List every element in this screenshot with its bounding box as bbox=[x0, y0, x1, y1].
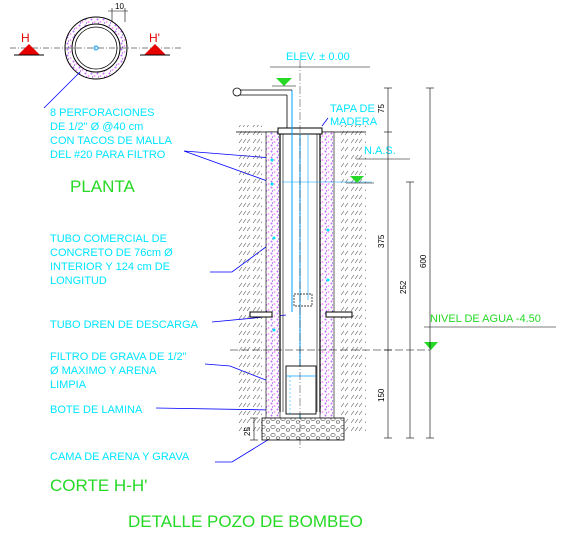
section-marker-left-label: H bbox=[21, 31, 30, 45]
drawing-title: DETALLE POZO DE BOMBEO bbox=[128, 512, 363, 531]
svg-text:NIVEL DE AGUA -4.50: NIVEL DE AGUA -4.50 bbox=[430, 313, 541, 325]
section-view bbox=[230, 60, 430, 448]
svg-text:CON TACOS DE MALLA: CON TACOS DE MALLA bbox=[50, 135, 173, 147]
section-marker-left-icon bbox=[18, 44, 40, 55]
svg-text:LONGITUD: LONGITUD bbox=[50, 275, 107, 287]
elevation-marker: ELEV. ± 0.00 bbox=[270, 51, 370, 87]
perforations-note: 8 PERFORACIONES DE 1/2" Ø @40 cm CON TAC… bbox=[50, 107, 173, 161]
dimension-75: 75 bbox=[377, 104, 386, 113]
svg-text:Ø MAXIMO Y ARENA: Ø MAXIMO Y ARENA bbox=[50, 365, 157, 377]
drain-tube-note: TUBO DREN DE DESCARGA bbox=[50, 319, 199, 331]
svg-text:DEL #20 PARA FILTRO: DEL #20 PARA FILTRO bbox=[50, 149, 166, 161]
gravel-filter-note: FILTRO DE GRAVA DE 1/2" Ø MAXIMO Y ARENA… bbox=[50, 351, 187, 391]
svg-text:TUBO COMERCIAL DE: TUBO COMERCIAL DE bbox=[50, 233, 167, 245]
svg-text:INTERIOR Y 124 cm DE: INTERIOR Y 124 cm DE bbox=[50, 261, 170, 273]
dimension-600: 600 bbox=[419, 254, 428, 268]
svg-text:N.A.S.: N.A.S. bbox=[364, 145, 396, 157]
sheet-bucket-note: BOTE DE LAMINA bbox=[50, 404, 143, 416]
plan-title: PLANTA bbox=[70, 177, 136, 196]
plan-wall-dimension: 10 bbox=[115, 2, 124, 11]
lid-note: TAPA DE MADERA bbox=[321, 103, 378, 128]
svg-text:CONCRETO DE 76cm Ø: CONCRETO DE 76cm Ø bbox=[50, 247, 173, 259]
dimension-375: 375 bbox=[377, 234, 386, 248]
section-title: CORTE H-H' bbox=[50, 476, 147, 495]
concrete-tube-note: TUBO COMERCIAL DE CONCRETO DE 76cm Ø INT… bbox=[50, 233, 173, 287]
svg-text:FILTRO DE GRAVA DE 1/2": FILTRO DE GRAVA DE 1/2" bbox=[50, 351, 187, 363]
dimension-25: 25 bbox=[243, 427, 252, 436]
section-marker-right-label: H' bbox=[149, 31, 160, 45]
level-triangle-icon bbox=[276, 78, 292, 86]
section-marker-right-icon bbox=[144, 44, 166, 55]
dimension-150: 150 bbox=[377, 388, 386, 402]
svg-text:ELEV. ± 0.00: ELEV. ± 0.00 bbox=[286, 51, 350, 63]
svg-text:TAPA DE: TAPA DE bbox=[330, 103, 375, 115]
dimension-lines bbox=[250, 87, 434, 441]
nas-triangle-icon bbox=[350, 176, 364, 183]
svg-text:LIMPIA: LIMPIA bbox=[50, 379, 87, 391]
water-level-marker: NIVEL DE AGUA -4.50 bbox=[424, 313, 556, 350]
dimension-252: 252 bbox=[399, 280, 408, 294]
svg-text:DE 1/2" Ø @40 cm: DE 1/2" Ø @40 cm bbox=[50, 121, 143, 133]
svg-text:8 PERFORACIONES: 8 PERFORACIONES bbox=[50, 107, 155, 119]
water-level-triangle-icon bbox=[424, 342, 438, 350]
plan-view: 10 H H' bbox=[10, 2, 182, 80]
svg-text:MADERA: MADERA bbox=[330, 116, 378, 128]
sand-gravel-bed-note: CAMA DE ARENA Y GRAVA bbox=[50, 451, 190, 463]
